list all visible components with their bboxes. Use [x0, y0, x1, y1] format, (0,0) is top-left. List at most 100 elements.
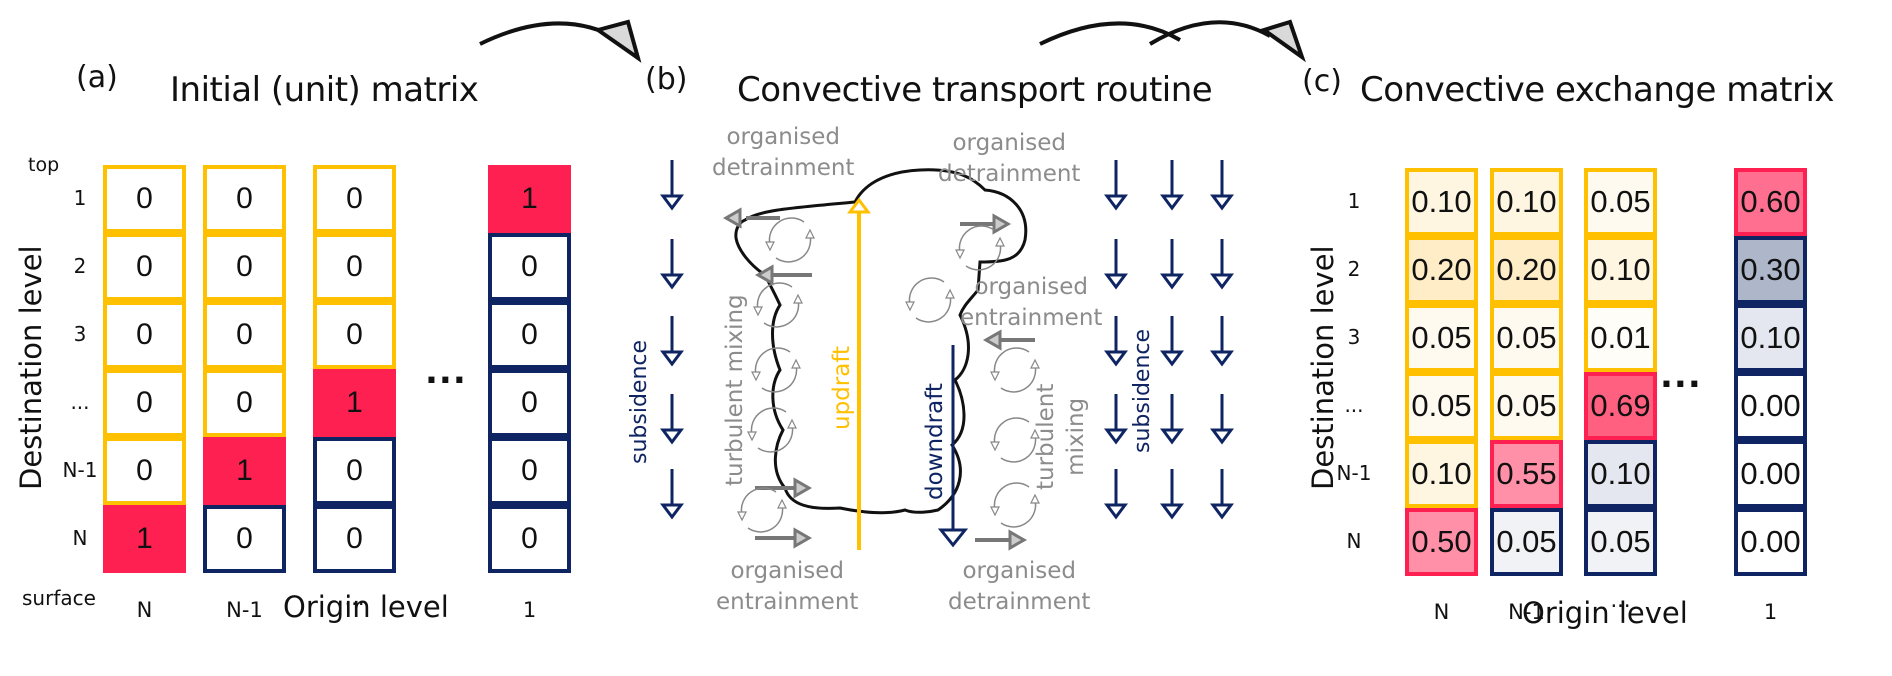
subsidence-arrow-icon	[1160, 394, 1184, 445]
row-label: ...	[1344, 393, 1364, 417]
subsidence-arrow-icon	[660, 239, 684, 290]
panel-c-label: (c)	[1302, 64, 1342, 99]
detrainment-arrow-top-right	[960, 213, 1012, 235]
matrix-cell: 0	[488, 301, 571, 369]
row-label: 1	[73, 186, 87, 210]
matrix-cell: 0	[488, 505, 571, 573]
col-label: N-1	[226, 598, 263, 622]
matrix-cell: 0	[203, 505, 286, 573]
matrix-cell: 0	[103, 437, 186, 505]
panel-a-label: (a)	[76, 60, 118, 95]
matrix-cell: 0	[313, 437, 396, 505]
eddy-circulation-icon	[765, 217, 815, 263]
row-label: ...	[70, 390, 90, 414]
matrix-cell: 0	[103, 233, 186, 301]
matrix-cell: 0	[103, 369, 186, 437]
panel-c-title: Convective exchange matrix	[1360, 70, 1835, 110]
eddy-circulation-icon	[990, 347, 1040, 393]
eddy-circulation-icon	[955, 225, 1005, 271]
subsidence-arrow-icon	[1210, 160, 1234, 211]
matrix-cell-diagonal: 0.50	[1405, 508, 1478, 576]
eddy-circulation-icon	[990, 482, 1040, 528]
panel-c-ellipsis: ...	[1660, 356, 1702, 396]
matrix-cell-diagonal: 0.60	[1734, 168, 1807, 236]
matrix-cell: 0.05	[1405, 372, 1478, 440]
row-label: 3	[73, 322, 87, 346]
matrix-cell-diagonal: 1	[488, 165, 571, 233]
label-subsidence-left: subsidence	[627, 339, 652, 464]
matrix-cell: 0.20	[1405, 236, 1478, 304]
panel-a-ellipsis: ...	[425, 352, 467, 392]
eddy-circulation-icon	[905, 277, 955, 323]
matrix-cell: 0.10	[1405, 440, 1478, 508]
matrix-cell: 0	[313, 505, 396, 573]
matrix-cell: 0.05	[1490, 372, 1563, 440]
label-turbulent-mixing-left: turbulent mixing	[722, 294, 748, 486]
row-label: 3	[1347, 325, 1361, 349]
label-org-detrain-bottom-right: organised detrainment	[948, 558, 1091, 615]
col-label: ...	[1610, 588, 1631, 612]
entrainment-arrow-bottom-left	[755, 527, 813, 549]
label-org-entrain-bottom-left: organised entrainment	[716, 558, 859, 615]
label-org-detrain-top-right: organised detrainment	[938, 130, 1081, 187]
entrainment-arrow-right	[982, 329, 1035, 351]
row-label: N-1	[62, 458, 98, 482]
matrix-cell: 0.05	[1584, 168, 1657, 236]
eddy-circulation-icon	[747, 407, 797, 453]
eddy-circulation-icon	[990, 417, 1040, 463]
subsidence-arrow-icon	[1210, 239, 1234, 290]
col-label: N-1	[1508, 600, 1545, 624]
col-label: 1	[522, 598, 537, 622]
label-downdraft: downdraft	[922, 383, 948, 500]
detrainment-arrow-mid-left	[754, 264, 812, 286]
matrix-cell-diagonal: 1	[203, 437, 286, 505]
matrix-cell: 0.01	[1584, 304, 1657, 372]
matrix-cell: 0.10	[1584, 440, 1657, 508]
subsidence-arrow-icon	[660, 469, 684, 520]
subsidence-arrow-icon	[1160, 316, 1184, 367]
matrix-cell: 0.10	[1734, 304, 1807, 372]
matrix-cell: 0	[313, 233, 396, 301]
matrix-cell: 0.10	[1584, 236, 1657, 304]
matrix-cell-diagonal: 0.55	[1490, 440, 1563, 508]
label-org-entrain-right: organised entrainment	[960, 274, 1103, 331]
matrix-cell: 0.00	[1734, 372, 1807, 440]
row-label: N	[1346, 529, 1362, 553]
matrix-cell: 0	[488, 369, 571, 437]
panel-c-y-axis-label: Destination level	[1306, 245, 1340, 490]
subsidence-arrow-icon	[660, 394, 684, 445]
subsidence-arrow-icon	[1160, 239, 1184, 290]
subsidence-arrow-icon	[1104, 239, 1128, 290]
matrix-cell: 0	[488, 233, 571, 301]
subsidence-arrow-icon	[1160, 160, 1184, 211]
downdraft-arrow	[937, 345, 969, 548]
matrix-cell: 0.05	[1490, 304, 1563, 372]
updraft-arrow	[847, 197, 871, 550]
subsidence-arrow-icon	[1210, 469, 1234, 520]
panel-a-title: Initial (unit) matrix	[170, 70, 479, 110]
matrix-cell: 0	[103, 165, 186, 233]
matrix-cell: 0.05	[1405, 304, 1478, 372]
label-turbulent-mixing-right: turbulent mixing	[1033, 383, 1089, 490]
subsidence-arrow-icon	[1210, 394, 1234, 445]
row-label: 2	[1347, 257, 1361, 281]
col-label: N	[1433, 600, 1450, 624]
panel-b-label: (b)	[645, 62, 688, 97]
matrix-cell-diagonal: 1	[313, 369, 396, 437]
matrix-cell: 0.20	[1490, 236, 1563, 304]
subsidence-arrow-icon	[660, 316, 684, 367]
row-label: N	[72, 526, 88, 550]
matrix-cell: 0	[313, 301, 396, 369]
panel-a-x-axis-label: Origin level	[283, 590, 449, 624]
turbulent-eddies	[737, 217, 1040, 533]
matrix-cell: 0	[203, 369, 286, 437]
row-label: 2	[73, 254, 87, 278]
matrix-cell: 0.30	[1734, 236, 1807, 304]
subsidence-arrow-icon	[1104, 160, 1128, 211]
label-updraft: updraft	[829, 345, 855, 430]
subsidence-arrow-icon	[1104, 394, 1128, 445]
subsidence-arrow-icon	[1210, 316, 1234, 367]
matrix-cell-diagonal: 1	[103, 505, 186, 573]
